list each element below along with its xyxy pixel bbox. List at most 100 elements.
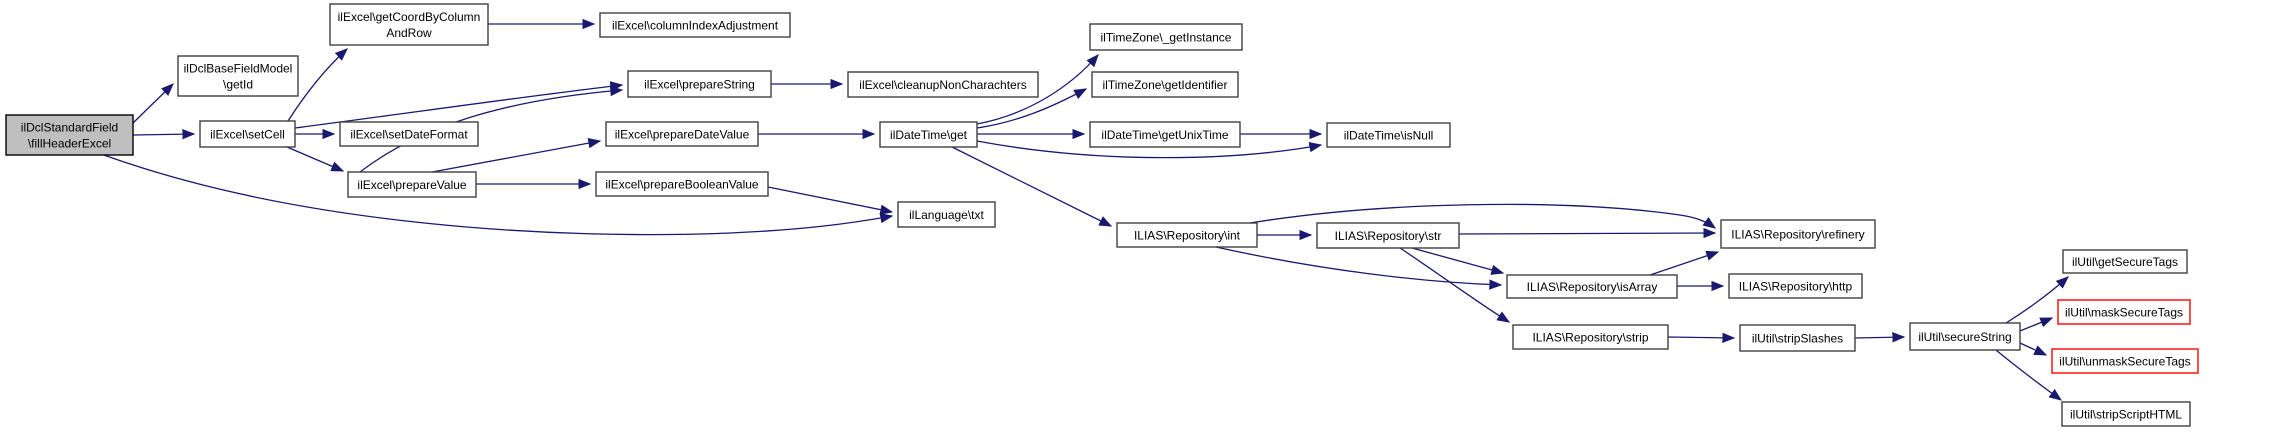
graph-node-_getInstance[interactable]: ilTimeZone\_getInstance [1089,23,1243,51]
node-box-setCell [199,120,296,148]
node-box-secureString [1909,322,2021,351]
graph-node-isNull[interactable]: ilDateTime\isNull [1326,122,1451,148]
node-label-fillHeaderExcel: ilDclStandardField\fillHeaderExcel [21,121,118,151]
node-label-line: ilExcel\setCell [210,128,285,142]
node-label-setDateFormat: ilExcel\setDateFormat [350,128,468,142]
node-box-_getInstance [1089,23,1243,51]
graph-node-columnIndexAdjustment[interactable]: ilExcel\columnIndexAdjustment [599,12,791,38]
node-label-line: ilUtil\stripSlashes [1752,332,1843,346]
graph-node-refinery[interactable]: ILIAS\Repository\refinery [1720,219,1876,249]
node-box-setDateFormat [339,121,479,147]
node-label-line: ilDateTime\isNull [1344,129,1434,143]
node-label-prepareString: ilExcel\prepareString [644,78,755,92]
edge-fillHeaderExcel-to-setCell [132,128,196,140]
node-label-stripScriptHTML: ilUtil\stripScriptHTML [2070,408,2182,422]
node-box-get [879,121,978,148]
node-label-line: ilExcel\prepareDateValue [615,128,750,142]
graph-node-secureString[interactable]: ilUtil\secureString [1909,322,2021,351]
graph-node-fillHeaderExcel[interactable]: ilDclStandardField\fillHeaderExcel [5,114,134,156]
graph-node-isArray[interactable]: ILIAS\Repository\isArray [1506,274,1678,299]
node-label-line: ilExcel\cleanupNonCharachters [859,78,1026,92]
edge-get-to-_getInstance [976,54,1099,125]
graph-node-maskSecureTags[interactable]: ilUtil\maskSecureTags [2057,299,2191,325]
graph-node-stripScriptHTML[interactable]: ilUtil\stripScriptHTML [2061,401,2191,427]
edge-stripSlashes-to-secureString [1854,332,1906,343]
graph-node-txt[interactable]: ilLanguage\txt [897,201,996,228]
node-label-line: ilUtil\secureString [1918,330,2011,344]
graph-node-str[interactable]: ILIAS\Repository\str [1316,222,1460,249]
node-label-line: ilUtil\stripScriptHTML [2070,408,2182,422]
node-label-line: ilExcel\prepareString [644,78,755,92]
node-label-prepareDateValue: ilExcel\prepareDateValue [615,128,750,142]
node-label-line: ilUtil\maskSecureTags [2065,306,2183,320]
graph-node-getIdentifier[interactable]: ilTimeZone\getIdentifier [1091,71,1239,98]
graph-node-unmaskSecureTags[interactable]: ilUtil\unmaskSecureTags [2051,348,2199,374]
node-label-strip: ILIAS\Repository\strip [1532,331,1648,345]
edge-secureString-to-getSecureTags [2005,276,2069,324]
node-box-isNull [1326,122,1451,148]
graph-node-prepareBooleanValue[interactable]: ilExcel\prepareBooleanValue [595,171,769,197]
node-box-cleanupNonCharachters [847,71,1039,98]
node-box-str [1316,222,1460,249]
node-box-getSecureTags [2062,249,2188,274]
graph-node-prepareDateValue[interactable]: ilExcel\prepareDateValue [605,121,759,147]
node-label-prepareValue: ilExcel\prepareValue [357,178,466,192]
node-box-refinery [1720,219,1876,249]
edge-get-to-isNull [976,140,1323,159]
graph-node-setDateFormat[interactable]: ilExcel\setDateFormat [339,121,479,147]
node-label-line: ilDclStandardField [21,121,118,135]
edge-int-to-refinery [1249,203,1717,229]
graph-node-getId[interactable]: ilDclBaseFieldModel\getId [177,55,299,97]
node-label-unmaskSecureTags: ilUtil\unmaskSecureTags [2059,355,2190,369]
graph-node-int[interactable]: ILIAS\Repository\int [1116,222,1258,248]
node-box-unmaskSecureTags [2051,348,2199,374]
graph-node-getUnixTime[interactable]: ilDateTime\getUnixTime [1089,121,1241,148]
node-box-stripSlashes [1739,324,1856,352]
node-label-refinery: ILIAS\Repository\refinery [1731,228,1864,242]
graph-node-http[interactable]: ILIAS\Repository\http [1728,273,1863,299]
graph-node-stripSlashes[interactable]: ilUtil\stripSlashes [1739,324,1856,352]
graph-node-strip[interactable]: ILIAS\Repository\strip [1512,324,1669,350]
node-box-getUnixTime [1089,121,1241,148]
node-box-fillHeaderExcel [5,114,134,156]
graph-node-cleanupNonCharachters[interactable]: ilExcel\cleanupNonCharachters [847,71,1039,98]
node-box-isArray [1506,274,1678,299]
node-label-line: ILIAS\Repository\str [1335,229,1442,243]
node-box-getIdentifier [1091,71,1239,98]
edge-prepareValue-to-prepareDateValue [431,138,602,173]
node-label-cleanupNonCharachters: ilExcel\cleanupNonCharachters [859,78,1026,92]
node-box-prepareDateValue [605,121,759,147]
graph-node-prepareString[interactable]: ilExcel\prepareString [627,70,772,98]
node-box-columnIndexAdjustment [599,12,791,38]
edge-prepareValue-to-prepareString [359,85,624,173]
node-label-line: ilTimeZone\getIdentifier [1103,78,1228,92]
edge-strip-to-stripSlashes [1667,332,1736,344]
node-label-txt: ilLanguage\txt [909,208,984,222]
node-label-line: ILIAS\Repository\http [1739,280,1853,294]
edge-get-to-getIdentifier [976,88,1088,129]
graph-node-setCell[interactable]: ilExcel\setCell [199,120,296,148]
node-label-line: ilDclBaseFieldModel [184,62,293,76]
node-label-getIdentifier: ilTimeZone\getIdentifier [1103,78,1228,92]
node-label-str: ILIAS\Repository\str [1335,229,1442,243]
node-label-line: ilExcel\columnIndexAdjustment [612,19,779,33]
node-label-stripSlashes: ilUtil\stripSlashes [1752,332,1843,346]
graph-node-prepareValue[interactable]: ilExcel\prepareValue [347,171,477,198]
node-label-line: ILIAS\Repository\refinery [1731,228,1864,242]
node-label-getSecureTags: ilUtil\getSecureTags [2072,255,2178,269]
graph-node-getSecureTags[interactable]: ilUtil\getSecureTags [2062,249,2188,274]
edge-get-to-int [951,146,1113,227]
node-box-prepareString [627,70,772,98]
node-label-line: ilExcel\prepareValue [357,178,466,192]
edge-str-to-isArray [1411,247,1505,275]
node-box-int [1116,222,1258,248]
edge-int-to-isArray [1215,246,1503,290]
node-label-isNull: ilDateTime\isNull [1344,129,1434,143]
node-label-columnIndexAdjustment: ilExcel\columnIndexAdjustment [612,19,779,33]
node-label-line: ILIAS\Repository\strip [1532,331,1648,345]
node-label-line: ILIAS\Repository\isArray [1527,280,1658,294]
graph-node-get[interactable]: ilDateTime\get [879,121,978,148]
node-label-line: ilUtil\getSecureTags [2072,255,2178,269]
